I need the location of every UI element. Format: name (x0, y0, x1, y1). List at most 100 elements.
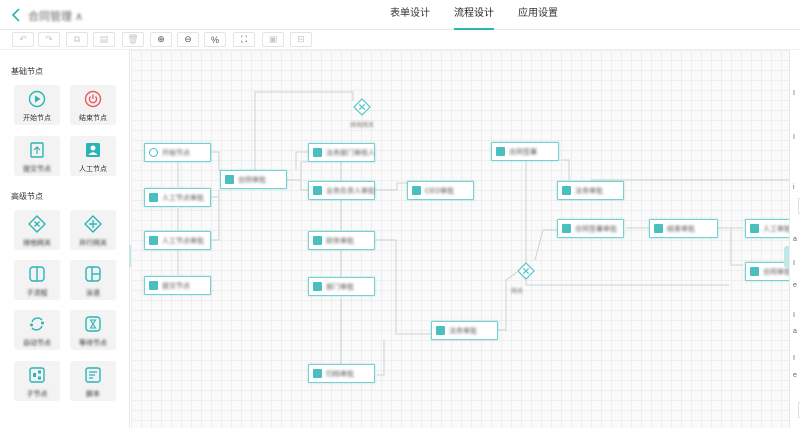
tab-app-settings[interactable]: 应用设置 (518, 8, 558, 19)
flow-node[interactable]: 归档审批 (308, 364, 375, 383)
fit-screen-icon[interactable]: ⛶ (233, 32, 255, 47)
app-title: 合同管理 ∧ (28, 11, 84, 23)
node-label: 人工节点审批 (162, 238, 204, 245)
panel-field-label: I (793, 90, 795, 97)
loading-ring-icon (149, 148, 158, 157)
panel-field-label: I (793, 355, 795, 362)
submit-icon (30, 142, 44, 158)
edge (287, 179, 308, 191)
node-label: 合同审批 (763, 269, 789, 276)
palette-parallel-gateway[interactable]: 并行网关 (70, 210, 116, 250)
flow-node[interactable]: 合同签署审批 (557, 219, 624, 238)
script-icon (85, 367, 101, 383)
exclusive-gateway-icon[interactable] (353, 98, 371, 116)
flow-node[interactable]: 财务审批 (308, 231, 375, 250)
flow-node[interactable]: 法务审批 (557, 181, 624, 200)
share-icon (750, 267, 759, 276)
user-icon (313, 369, 322, 378)
panel-field-label: I (793, 312, 795, 319)
panel-field-label: a (793, 236, 797, 243)
palette-auto-node[interactable]: 自动节点 (14, 310, 60, 350)
edge (211, 189, 220, 241)
palette-sub-node[interactable]: 子节点 (14, 361, 60, 401)
flow-node[interactable]: CEO审批 (407, 181, 474, 200)
parallel-gateway-icon (84, 215, 102, 233)
advanced-nodes-title: 高级节点 (11, 192, 43, 201)
flow-canvas[interactable]: 开始节点 人工节点审批 人工节点审批 提交节点 合同审批 法务部门审核人 业务负… (131, 50, 789, 428)
palette-label: 脚本 (86, 391, 100, 398)
flow-node[interactable]: 人工审批 (745, 219, 789, 238)
node-label: 合同签署审批 (575, 226, 617, 233)
node-palette: 基础节点 开始节点 结束节点 提交节点 人工节点 高级节点 (0, 50, 130, 428)
user-icon (313, 148, 322, 157)
flow-node[interactable]: 人工节点审批 (144, 231, 211, 250)
palette-label: 等待节点 (79, 340, 107, 347)
flow-node[interactable]: 业务负责人审批 (308, 181, 375, 200)
panel-field-label: i (793, 184, 795, 191)
lane-icon (85, 266, 101, 282)
panel-field-label: I (793, 134, 795, 141)
zoom-in-icon[interactable]: ⊕ (150, 32, 172, 47)
flow-node[interactable]: 结束审批 (649, 219, 718, 238)
user-icon (412, 186, 421, 195)
palette-label: 自动节点 (23, 340, 51, 347)
edge (375, 182, 407, 191)
flow-node[interactable]: 提交节点 (144, 276, 211, 295)
flow-node[interactable]: 法务部门审核人 (308, 143, 375, 162)
user-icon (313, 282, 322, 291)
edge (525, 270, 729, 286)
palette-manual-node[interactable]: 人工节点 (70, 136, 116, 176)
palette-end-node[interactable]: 结束节点 (70, 85, 116, 125)
panel-field-label: a (793, 328, 797, 335)
play-icon (28, 90, 46, 108)
palette-script[interactable]: 脚本 (70, 361, 116, 401)
palette-wait-node[interactable]: 等待节点 (70, 310, 116, 350)
basic-nodes-title: 基础节点 (11, 67, 43, 76)
flow-node[interactable]: 合同审批 (745, 262, 789, 281)
user-icon (654, 224, 663, 233)
palette-label: 子节点 (26, 391, 48, 398)
zoom-out-icon[interactable]: ⊖ (177, 32, 199, 47)
palette-submit-node[interactable]: 提交节点 (14, 136, 60, 176)
palette-start-node[interactable]: 开始节点 (14, 85, 60, 125)
actual-size-icon[interactable]: % (204, 32, 226, 47)
user-icon (562, 224, 571, 233)
palette-label: 结束节点 (79, 115, 107, 122)
flow-node[interactable]: 部门审批 (308, 277, 375, 296)
palette-lane[interactable]: 泳道 (70, 260, 116, 300)
copy-icon[interactable]: ⧉ (66, 32, 88, 47)
exclusive-gateway-icon (28, 215, 46, 233)
node-label: 法务部门审核人 (326, 150, 375, 157)
submit-icon (149, 281, 158, 290)
gateway-label: 网关 (511, 289, 524, 295)
redo-icon[interactable]: ↷ (38, 32, 60, 47)
panel-field-label: e (793, 282, 797, 289)
node-label: 结束审批 (667, 226, 695, 233)
flow-node[interactable]: 合同签署 (491, 142, 559, 161)
flow-node[interactable]: 法务审批 (431, 321, 498, 340)
node-label: 法务审批 (449, 328, 477, 335)
collapse-properties-handle[interactable] (784, 246, 789, 268)
flow-edges (177, 91, 789, 376)
user-icon (436, 326, 445, 335)
back-arrow-icon[interactable] (10, 7, 24, 23)
group-icon[interactable]: ▣ (262, 32, 284, 47)
tab-form-design[interactable]: 表单设计 (390, 8, 430, 19)
edge (287, 161, 308, 181)
ungroup-icon[interactable]: ⊟ (290, 32, 312, 47)
edge (498, 271, 518, 331)
flow-node-start[interactable]: 开始节点 (144, 143, 211, 162)
exclusive-gateway-icon[interactable] (517, 262, 535, 280)
node-label: 法务审批 (575, 188, 603, 195)
panel-input[interactable] (798, 402, 800, 418)
undo-icon[interactable]: ↶ (12, 32, 34, 47)
delete-icon[interactable]: 🗑 (122, 32, 144, 47)
palette-exclusive-gateway[interactable]: 排他网关 (14, 210, 60, 250)
palette-subprocess[interactable]: 子流程 (14, 260, 60, 300)
flow-node[interactable]: 合同审批 (220, 170, 287, 189)
panel-input[interactable] (798, 198, 800, 214)
paste-icon[interactable]: ▤ (93, 32, 115, 47)
flow-node[interactable]: 人工节点审批 (144, 188, 211, 207)
edge (534, 229, 557, 261)
tab-flow-design[interactable]: 流程设计 (454, 0, 494, 30)
